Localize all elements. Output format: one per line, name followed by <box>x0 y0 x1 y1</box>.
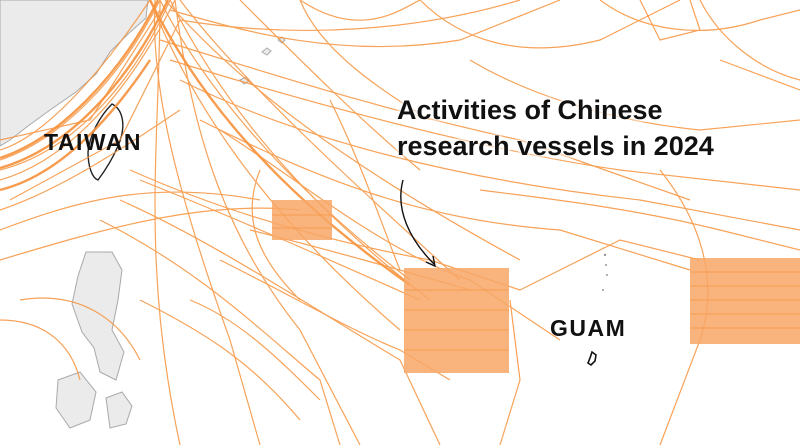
mainland-china <box>0 0 149 147</box>
annotation-line-1: Activities of Chinese <box>397 95 663 125</box>
annotation-arrow <box>400 179 435 265</box>
ryukyu-island-2 <box>261 47 272 56</box>
survey-area-west-pacific <box>404 268 509 373</box>
guam-outline <box>587 350 597 367</box>
survey-grid-lines <box>272 214 800 351</box>
taiwan-label: TAIWAN <box>44 129 143 155</box>
marianas-islands <box>602 253 608 291</box>
annotation-arrowhead <box>425 255 436 268</box>
taiwan-outline <box>87 103 124 181</box>
survey-area-east <box>690 258 800 344</box>
mindoro-island <box>55 371 97 429</box>
vessel-tracks-dense <box>0 0 411 286</box>
guam-highlight <box>485 210 665 380</box>
luzon-island <box>71 251 125 381</box>
map-annotation: Activities of Chinese research vessels i… <box>397 92 714 164</box>
guam-label: GUAM <box>550 315 627 341</box>
land-layer <box>0 0 286 429</box>
philippine-island-group <box>105 391 133 429</box>
annotation-line-2: research vessels in 2024 <box>397 131 714 161</box>
survey-area-north <box>272 200 332 240</box>
